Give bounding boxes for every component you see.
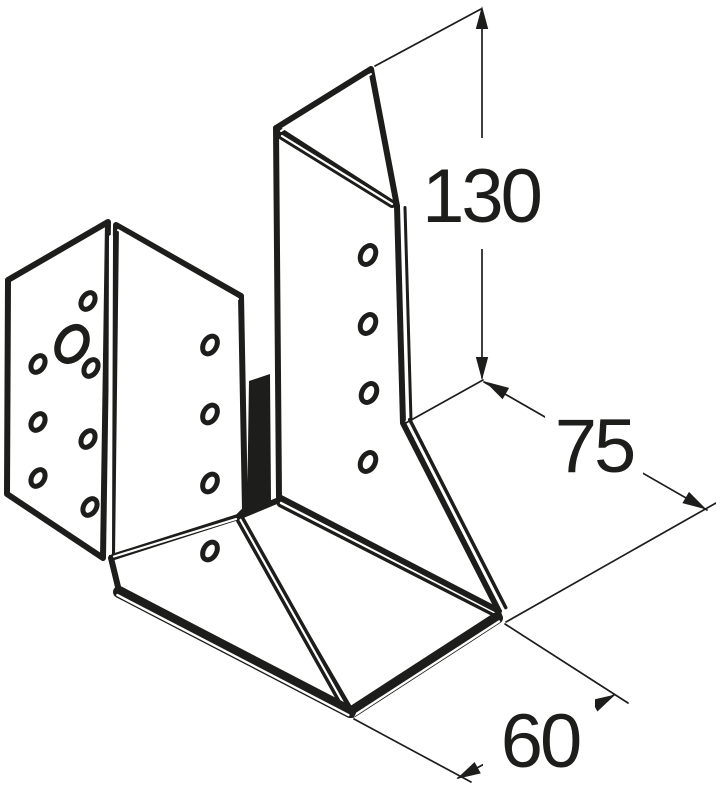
nail-hole (200, 539, 220, 563)
seat-bottom-left-edge-highlight (116, 593, 350, 717)
left-flange-top-edge-highlight (13, 233, 101, 286)
nail-hole (357, 243, 379, 267)
dimension-width: 60 (353, 623, 629, 800)
bolt-hole-large (54, 324, 90, 364)
far-plate-holes (357, 243, 380, 474)
left-wing-ridge-highlight (108, 235, 113, 555)
nail-hole (200, 333, 220, 357)
height-extension-line-bottom (403, 379, 484, 425)
seat-bottom-right-edge (346, 612, 503, 718)
seat-bottom-left-edge (113, 586, 356, 718)
seat-bottom-right-edge-highlight (352, 620, 501, 717)
depth-label-box (545, 397, 643, 493)
nail-hole (80, 496, 100, 518)
dimension-height: 130 (374, 6, 544, 425)
seat-near-fold-highlight (112, 517, 238, 558)
nail-hole (357, 312, 379, 336)
nail-hole (357, 450, 379, 474)
nail-hole (81, 357, 101, 379)
nail-hole (28, 353, 48, 375)
arrow-up-left-icon (485, 381, 510, 400)
nail-hole (28, 467, 48, 489)
depth-dimension-value: 75 (555, 404, 634, 489)
width-label-box (483, 688, 595, 800)
nail-hole (200, 471, 220, 495)
arrow-up-right-icon (591, 694, 616, 712)
left-flange-holes (28, 290, 101, 518)
arrow-down-right-icon (682, 491, 707, 510)
far-plate-right-edge-outer (403, 206, 413, 422)
near-plate-top-edge-highlight (117, 229, 239, 300)
channel-shadow-wedge (247, 374, 271, 513)
near-plate-holes (200, 333, 220, 563)
far-plate-sloped-edge-outer (407, 417, 508, 610)
nail-hole (78, 290, 98, 312)
joist-hanger-bracket (4, 66, 508, 718)
top-flap-edge-highlight (280, 73, 372, 132)
arrow-up-icon (475, 6, 489, 29)
nail-hole (28, 411, 48, 433)
nail-hole (78, 428, 98, 450)
dimension-depth: 75 (483, 381, 716, 623)
width-dimension-value: 60 (501, 699, 580, 784)
nail-hole (358, 381, 380, 405)
width-extension-line-left (353, 718, 472, 783)
height-label-box (425, 138, 538, 249)
far-plate-sloped-edge-highlight (405, 420, 504, 611)
arrow-down-icon (475, 357, 489, 380)
seat-overlap-edge-highlight (238, 517, 348, 710)
depth-extension-line (505, 502, 716, 623)
near-side-plate (109, 222, 248, 560)
nail-hole (200, 402, 220, 426)
height-dimension-value: 130 (422, 154, 541, 239)
far-plate-right-edge-highlight (400, 207, 409, 422)
width-extension-line-right (504, 623, 629, 704)
seat-far-fold-highlight (279, 501, 498, 615)
height-extension-line-top (374, 8, 482, 67)
top-flap-fold-highlight (280, 134, 394, 206)
arrow-down-left-icon (456, 762, 481, 779)
